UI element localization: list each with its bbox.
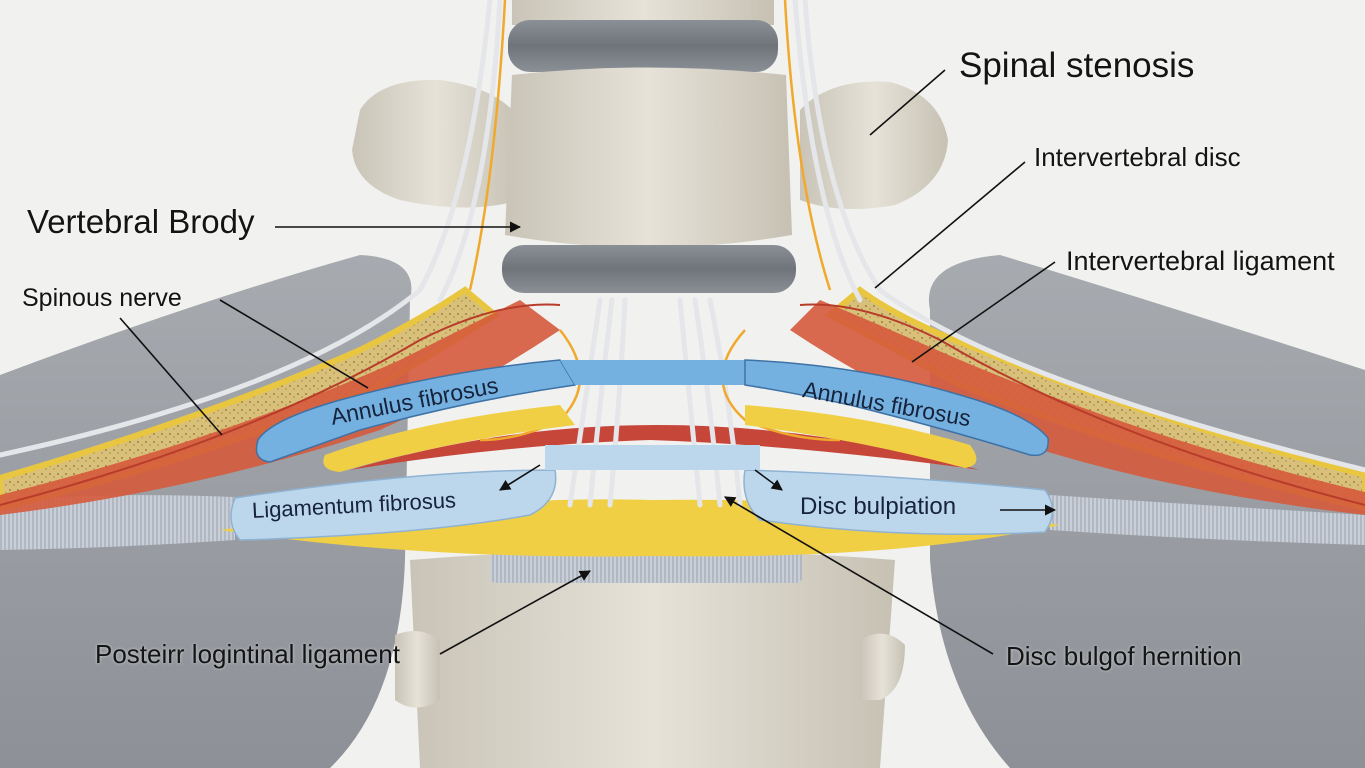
vertebral-body-upper <box>505 67 792 248</box>
lower-disc-of-upper-body <box>502 245 796 293</box>
arrow-ligamentum <box>499 464 541 491</box>
upper-right-process <box>800 81 948 209</box>
upper-disc <box>508 20 778 72</box>
yellow-ring-right <box>745 405 977 468</box>
annulus-left-top <box>560 360 745 385</box>
leader-posterior-ligament <box>439 570 591 655</box>
left-fiber-band <box>0 495 235 550</box>
white-nerve-roots <box>0 0 1365 508</box>
leader-disc-bulge <box>724 496 994 655</box>
lower-left-process <box>395 631 440 708</box>
lower-right-process <box>860 633 905 700</box>
right-fiber-band <box>1050 495 1365 545</box>
leader-intervertebral-disc <box>874 161 1026 289</box>
center-blue-pad <box>545 445 760 470</box>
arrow-disc-bulpiation <box>754 469 783 491</box>
lower-vertebra-body <box>410 550 895 768</box>
annulus-left-shape <box>255 359 577 463</box>
central-red-band <box>350 425 980 470</box>
leader-lines <box>119 69 1057 655</box>
leader-spinous-nerve <box>119 317 223 436</box>
yellow-ring-left <box>323 405 575 472</box>
red-nerve-strands <box>0 303 1365 506</box>
leader-spinal-stenosis <box>869 69 946 136</box>
upper-left-process <box>352 79 520 208</box>
right-red-layer <box>790 300 1365 515</box>
ligamentum-pad <box>230 469 557 541</box>
disc-bulpiation-pad <box>743 469 1054 536</box>
left-red-layer <box>0 300 560 515</box>
leader-intervertebral-ligament <box>911 261 1056 363</box>
annulus-right-shape <box>744 359 1049 457</box>
leader-spinous-nerve-2 <box>219 299 369 389</box>
